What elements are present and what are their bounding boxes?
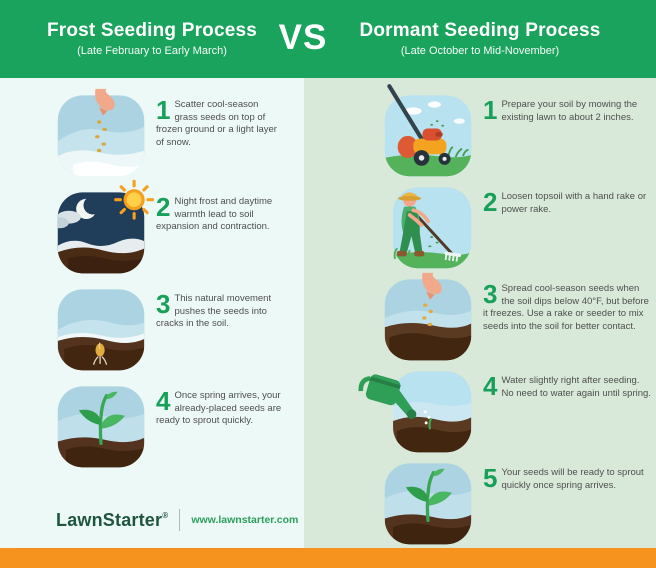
- step-description: Loosen topsoil with a hand rake or power…: [501, 191, 647, 215]
- watering-can-icon: [358, 364, 474, 456]
- step-description: Once spring arrives, your already-placed…: [156, 390, 282, 426]
- night-frost-day-sun-icon: [55, 179, 155, 277]
- step-number: 3: [483, 279, 498, 309]
- frost-title-block: Frost Seeding Process (Late February to …: [0, 0, 304, 78]
- step-number: 2: [483, 187, 498, 217]
- vs-label: VS: [278, 18, 328, 58]
- step-number: 5: [483, 463, 498, 493]
- dormant-title-block: Dormant Seeding Process (Late October to…: [304, 0, 656, 78]
- step-number: 1: [483, 95, 498, 125]
- frost-subtitle: (Late February to Early March): [77, 44, 227, 57]
- gardener-raking-icon: [382, 180, 474, 272]
- footer-divider: [179, 509, 181, 531]
- frost-title: Frost Seeding Process: [46, 20, 258, 42]
- lawn-mower-icon: [382, 84, 474, 180]
- step-number: 3: [156, 289, 171, 319]
- hand-spreading-seeds-icon: [382, 272, 474, 364]
- header-banner: Frost Seeding Process (Late February to …: [0, 0, 656, 78]
- step-description: Your seeds will be ready to sprout quick…: [501, 467, 644, 491]
- step-description: Night frost and daytime warmth lead to s…: [156, 196, 273, 232]
- sprouting-seedling-icon: [382, 456, 474, 548]
- step-description: Water slightly right after seeding. No n…: [501, 375, 651, 399]
- registered-trademark: ®: [162, 510, 169, 520]
- step-description: Spread cool-season seeds when the soil d…: [483, 283, 649, 332]
- dormant-title: Dormant Seeding Process: [359, 20, 601, 42]
- step-number: 4: [156, 386, 171, 416]
- step-description: This natural movement pushes the seeds i…: [156, 293, 272, 329]
- dormant-subtitle: (Late October to Mid-November): [400, 44, 560, 57]
- hand-scattering-seeds-on-snow-icon: [55, 88, 147, 180]
- sprouting-seedling-icon: [55, 379, 147, 471]
- step-number: 4: [483, 371, 498, 401]
- step-description: Scatter cool-season grass seeds on top o…: [156, 99, 277, 148]
- footer-brand-row: LawnStarter® www.lawnstarter.com: [56, 509, 298, 531]
- step-number: 1: [156, 95, 171, 125]
- step-description: Prepare your soil by mowing the existing…: [501, 99, 638, 123]
- seed-in-soil-crack-icon: [55, 282, 147, 374]
- step-number: 2: [156, 192, 171, 222]
- website-link[interactable]: www.lawnstarter.com: [191, 514, 299, 526]
- lawnstarter-logo: LawnStarter®: [56, 509, 169, 530]
